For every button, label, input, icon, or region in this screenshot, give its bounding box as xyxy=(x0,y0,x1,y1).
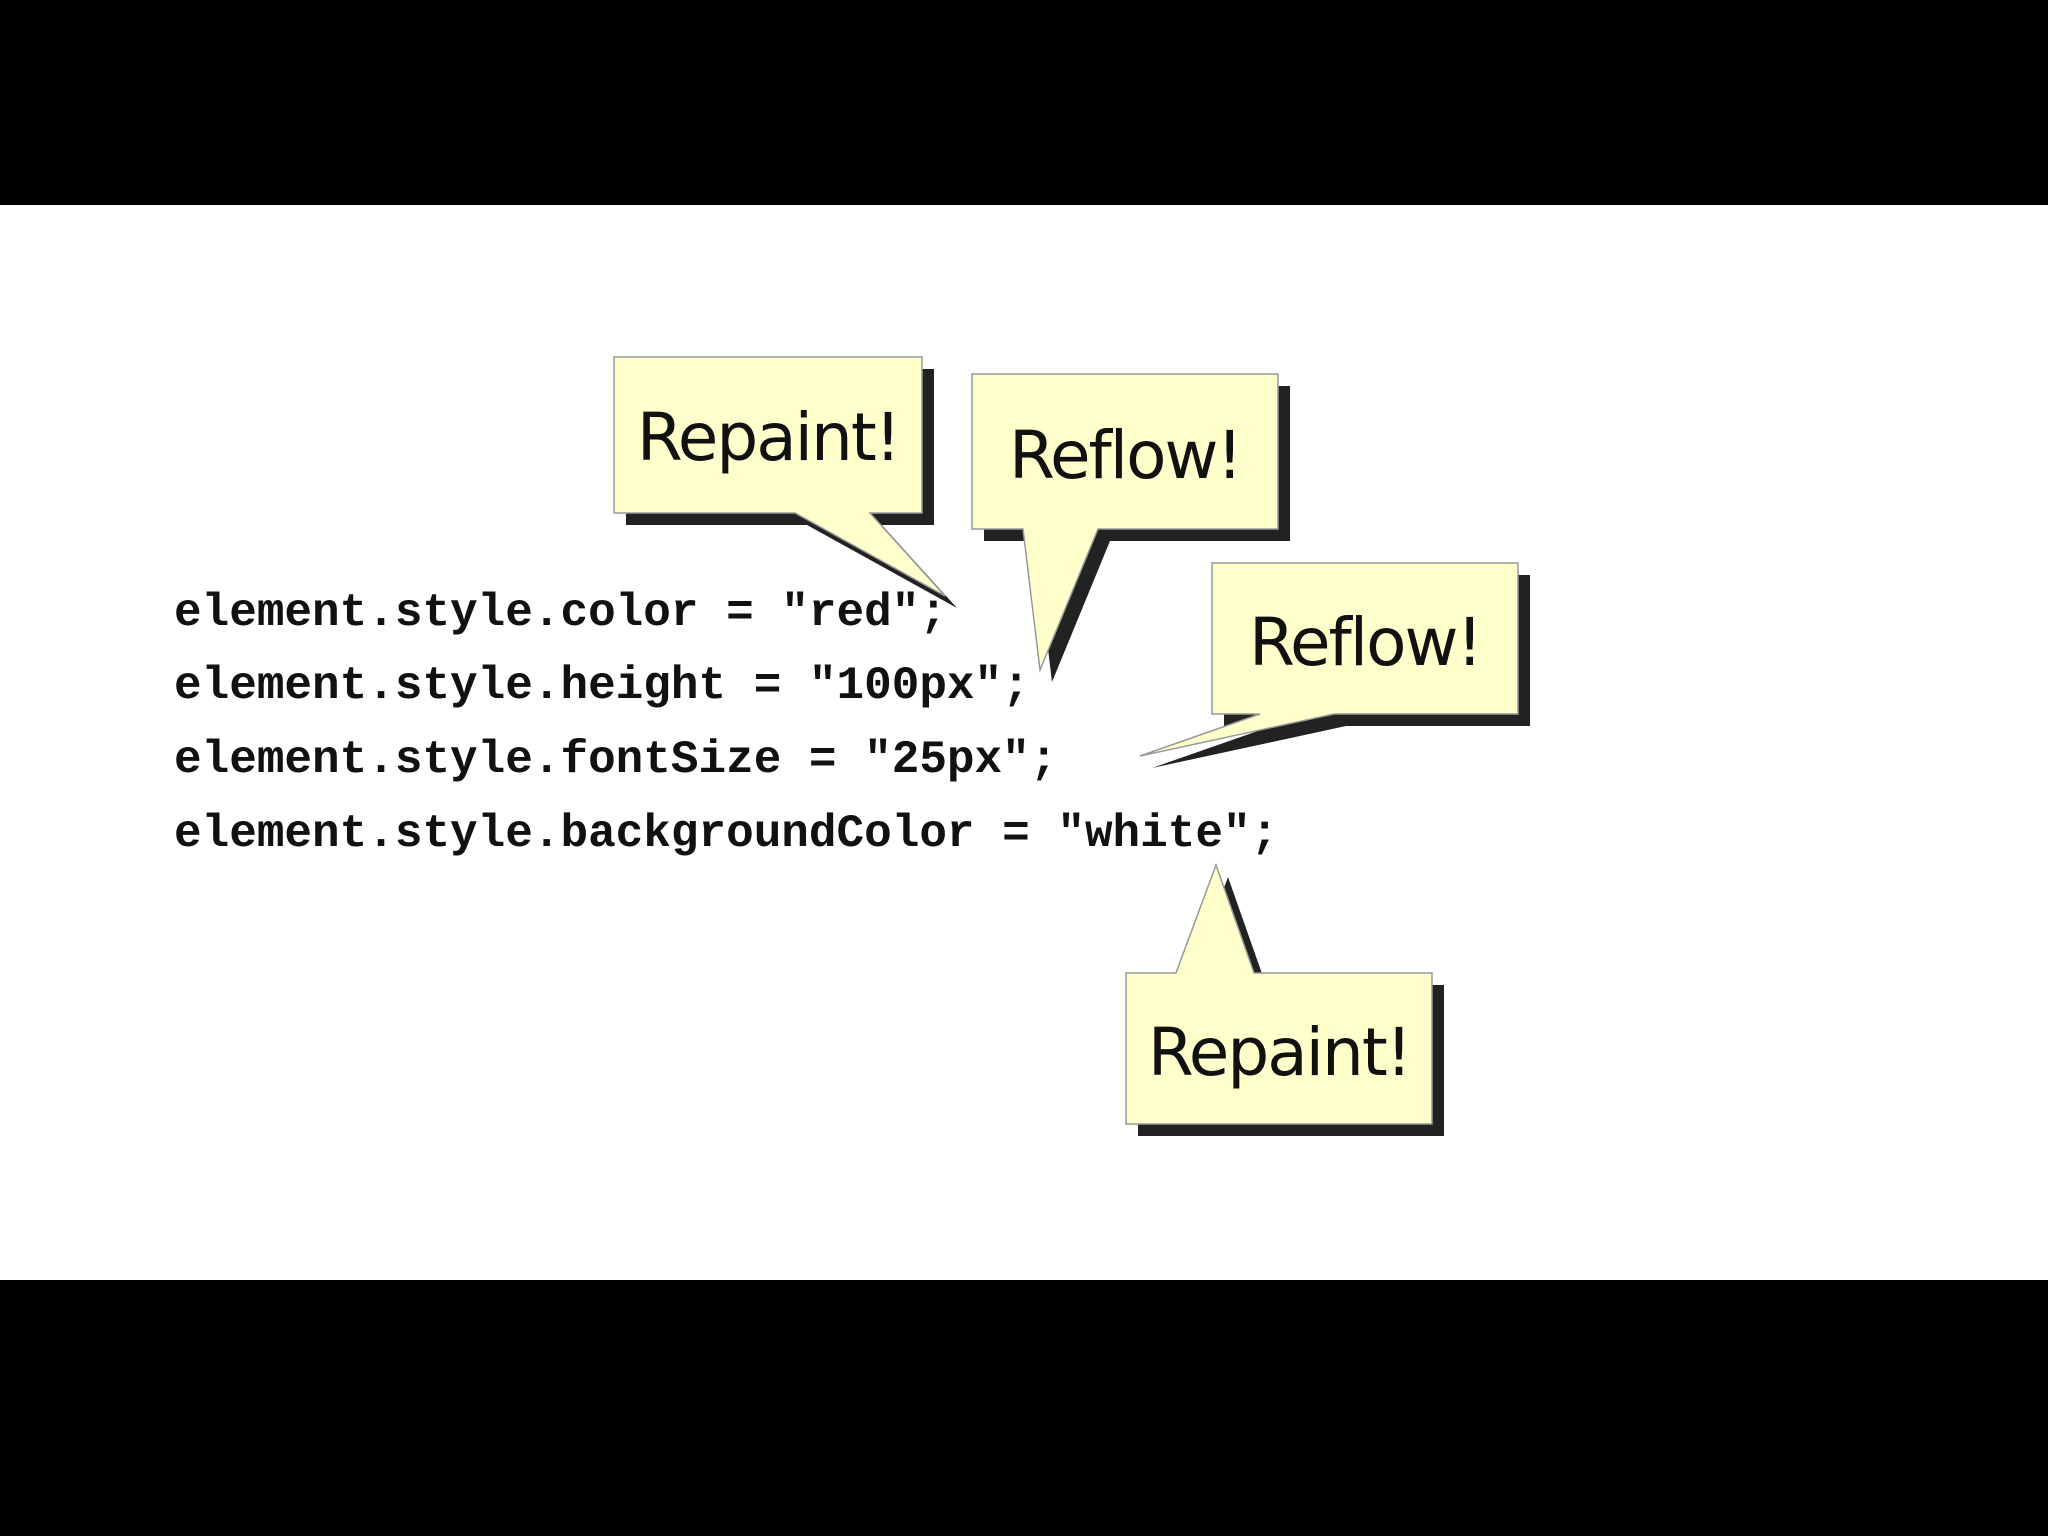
code-line-fontsize: element.style.fontSize = "25px"; xyxy=(174,734,1058,786)
code-line-color: element.style.color = "red"; xyxy=(174,587,947,639)
code-line-backgroundcolor: element.style.backgroundColor = "white"; xyxy=(174,808,1279,860)
code-line-height: element.style.height = "100px"; xyxy=(174,660,1030,712)
